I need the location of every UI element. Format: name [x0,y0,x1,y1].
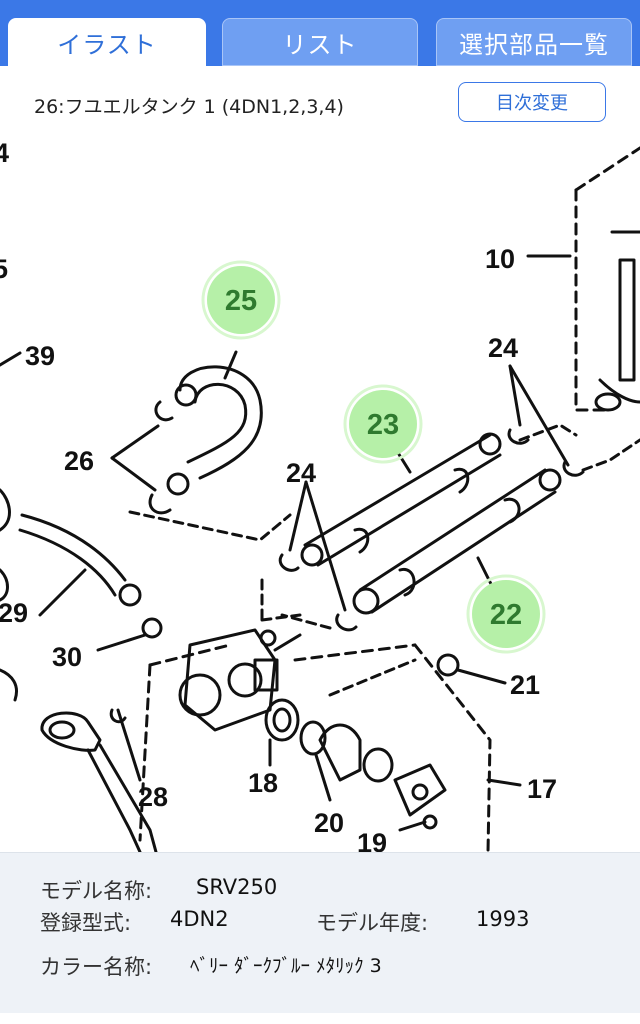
callout-26[interactable]: 26 [64,446,94,476]
registration-type-label: 登録型式: [40,911,132,935]
parts-illustration[interactable]: 25 23 22 4 35 39 10 24 26 24 29 30 21 28… [0,140,640,852]
hotspot-label: 22 [490,599,522,631]
change-toc-button[interactable]: 目次変更 [458,82,606,122]
tab-selected-parts[interactable]: 選択部品一覧 [436,18,632,66]
model-year-value: 1993 [476,907,530,931]
hotspot-circle [349,390,417,458]
tab-list[interactable]: リスト [222,18,418,66]
callout-4[interactable]: 4 [0,140,9,168]
registration-type-value: 4DN2 [170,907,229,931]
hotspot-22[interactable]: 22 [466,574,546,654]
page-title: 26:フユエルタンク 1 (4DN1,2,3,4) [34,96,344,118]
callout-21[interactable]: 21 [510,670,540,700]
callout-19[interactable]: 19 [357,828,387,852]
callout-17[interactable]: 17 [527,774,557,804]
tab-bar: イラスト リスト 選択部品一覧 [0,0,640,66]
callout-18[interactable]: 18 [248,768,278,798]
model-info-panel: モデル名称: SRV250 登録型式: 4DN2 モデル年度: 1993 カラー… [0,852,640,1013]
hotspot-label: 23 [367,409,399,441]
callout-28[interactable]: 28 [138,782,168,812]
exploded-diagram: 25 23 22 4 35 39 10 24 26 24 29 30 21 28… [0,140,640,852]
callout-20[interactable]: 20 [314,808,344,838]
model-name-label: モデル名称: [40,879,153,903]
hotspot-25[interactable]: 25 [201,260,281,340]
sub-header: 26:フユエルタンク 1 (4DN1,2,3,4) 目次変更 [0,66,640,140]
hotspot-23[interactable]: 23 [343,384,423,464]
hotspot-label: 25 [225,285,257,317]
callout-29[interactable]: 29 [0,598,28,628]
model-year-label: モデル年度: [316,911,429,935]
callout-10[interactable]: 10 [485,244,515,274]
hotspot-circle [472,580,540,648]
color-name-value: ﾍﾞﾘｰ ﾀﾞｰｸﾌﾞﾙｰ ﾒﾀﾘｯｸ 3 [190,955,382,977]
callout-39[interactable]: 39 [25,341,55,371]
hotspot-circle [207,266,275,334]
model-name-value: SRV250 [196,875,278,899]
callout-35[interactable]: 35 [0,254,8,284]
color-name-label: カラー名称: [40,955,153,979]
callout-24-middle[interactable]: 24 [286,458,316,488]
callout-24-right[interactable]: 24 [488,333,518,363]
tab-illustration[interactable]: イラスト [8,18,206,66]
callout-30[interactable]: 30 [52,642,82,672]
